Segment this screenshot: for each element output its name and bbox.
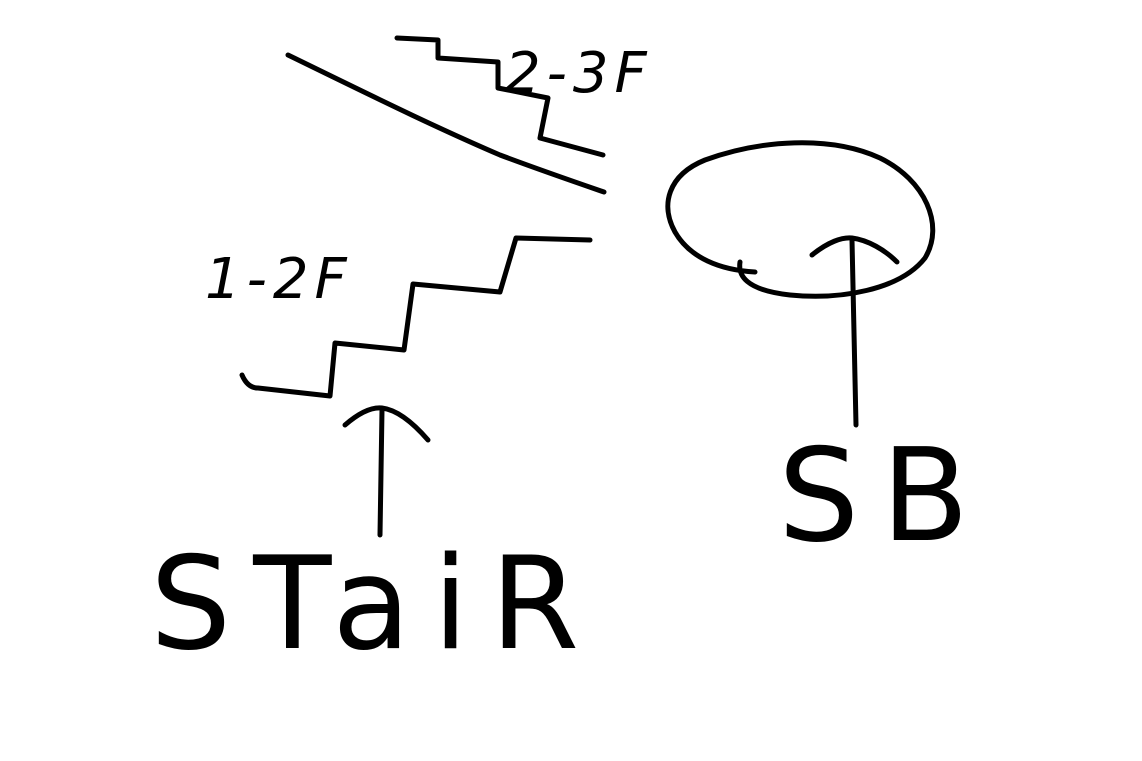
sb-loop-shape (665, 140, 936, 299)
stair-arrow-head (342, 405, 431, 443)
sb-label: SB (778, 422, 991, 571)
upper-slope-line (285, 52, 607, 195)
lower-staircase-steps (239, 235, 593, 399)
lower-flight-label: 1-2F (205, 247, 353, 312)
stair-label: STaiR (150, 530, 601, 679)
upper-flight-label: 2-3F (505, 41, 653, 106)
stair-arrow-shaft (377, 407, 385, 538)
upper-flight-zigzag (394, 35, 606, 158)
sb-arrow-shaft (849, 237, 859, 428)
sb-arrow-head (809, 235, 900, 265)
